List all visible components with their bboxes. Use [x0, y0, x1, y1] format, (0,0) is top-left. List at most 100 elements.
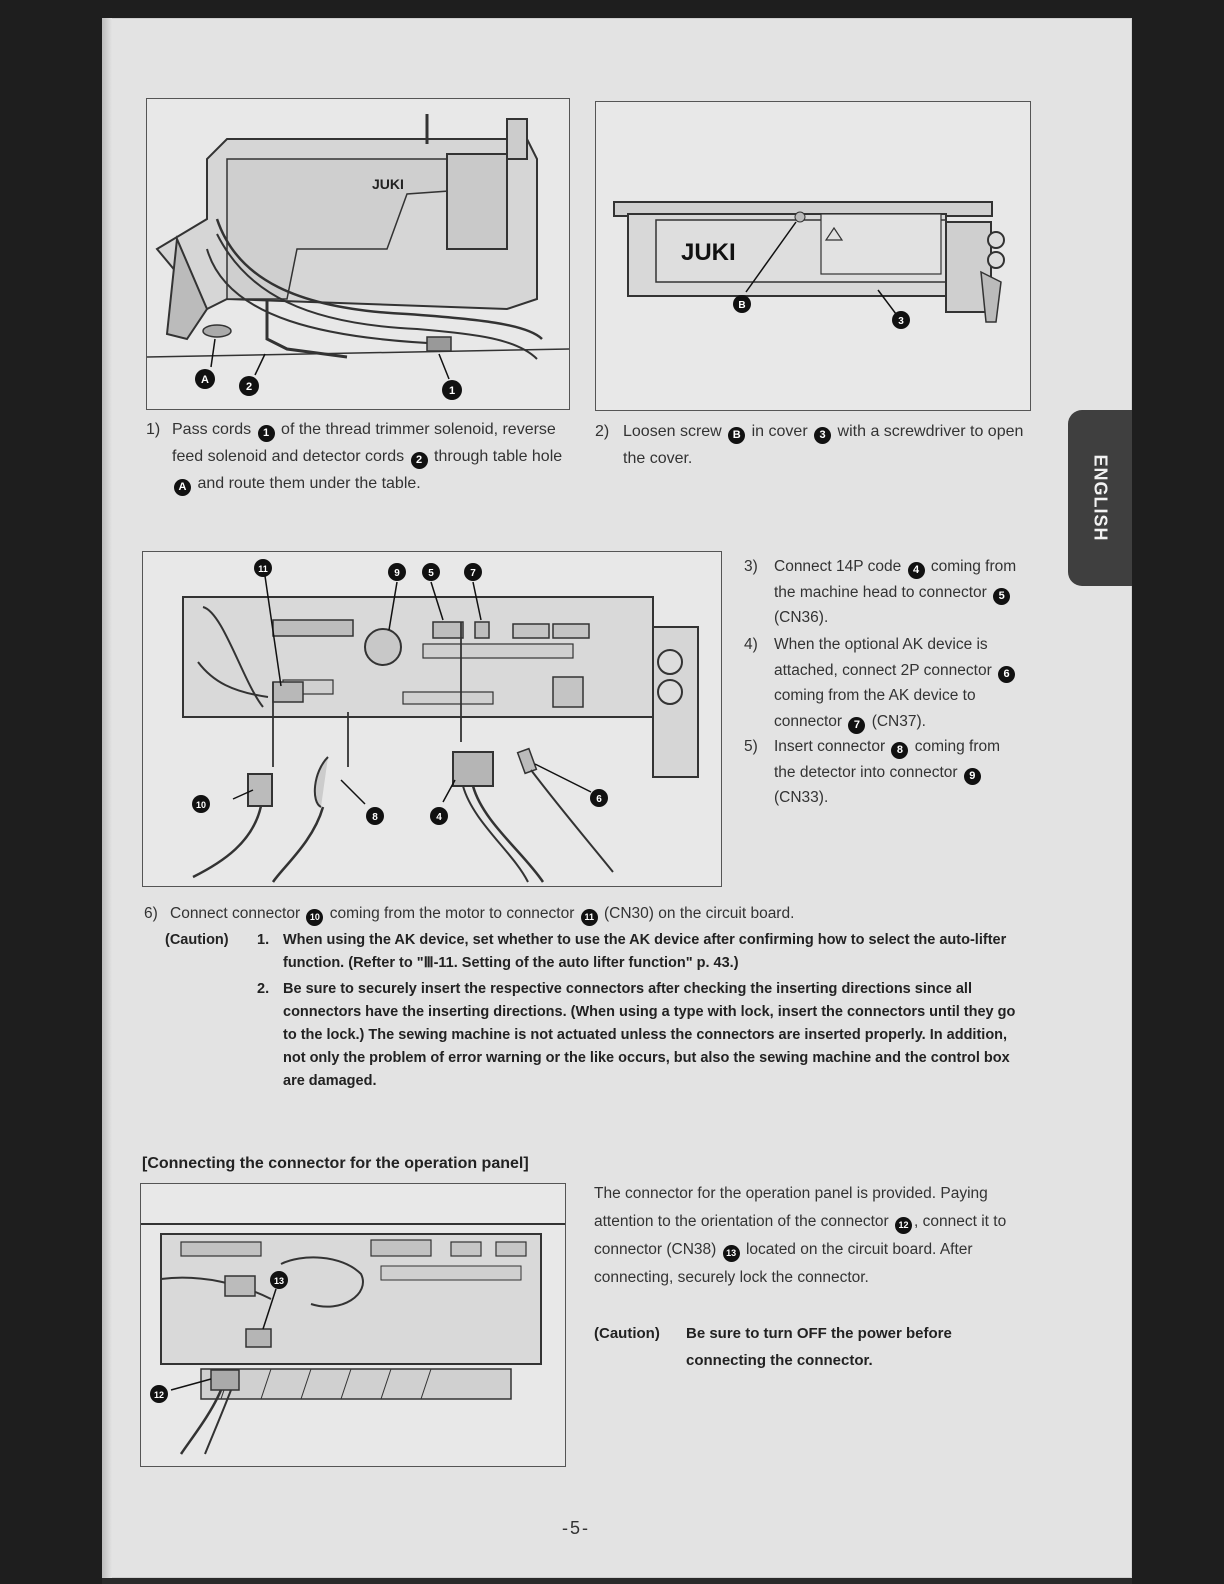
caution-item-2-text: Be sure to securely insert the respectiv… — [283, 981, 1016, 1089]
page-number: -5- — [562, 1518, 590, 1538]
caution-item-1-number: 1. — [257, 932, 270, 948]
callout-B-label: B — [738, 300, 745, 311]
step-5-number: 5) — [744, 738, 758, 755]
caution-item-1: 1. When using the AK device, set whether… — [257, 929, 1025, 975]
callout-3-label: 3 — [898, 316, 904, 327]
step-3-number: 3) — [744, 558, 758, 575]
step-5-text-c: (CN33). — [774, 789, 829, 806]
operation-panel-illustration: 13 12 — [141, 1184, 565, 1466]
step-5: 5) Insert connector 8 coming from the de… — [744, 734, 1024, 811]
ref-marker: A — [174, 479, 191, 496]
step-2-text: Loosen screw B in cover 3 with a screwdr… — [623, 418, 1027, 472]
panel-caution-text: Be sure to turn OFF the power before con… — [686, 1325, 952, 1369]
step-6-text-c: (CN30) on the circuit board. — [599, 905, 795, 922]
callout-2 — [239, 376, 259, 396]
language-tab: ENGLISH — [1068, 410, 1132, 586]
ref-marker: 12 — [895, 1217, 913, 1234]
callout-12-label: 12 — [154, 1390, 164, 1400]
section-heading-operation-panel: [Connecting the connector for the operat… — [142, 1155, 529, 1172]
ref-marker: 9 — [963, 767, 981, 785]
step-3-text-b: coming from the machine head to connecto… — [774, 558, 1017, 601]
callout-8-label: 8 — [372, 812, 378, 823]
step-3-text: Connect 14P code 4 coming from the machi… — [774, 554, 1024, 631]
control-box-illustration: JUKI B 3 — [596, 102, 1030, 410]
step-3-text-a: Connect 14P code — [774, 558, 906, 575]
callout-B — [733, 295, 751, 313]
step-5-text-a: Insert connector — [774, 738, 890, 755]
callout-11-label: 11 — [258, 564, 268, 574]
callout-13 — [270, 1271, 288, 1289]
step-3: 3) Connect 14P code 4 coming from the ma… — [744, 554, 1024, 631]
step-6-number: 6) — [144, 905, 158, 922]
step-2-number: 2) — [595, 423, 610, 440]
step-3-text-c: (CN36). — [774, 609, 829, 626]
callout-A — [195, 369, 215, 389]
callout-7-label: 7 — [470, 568, 476, 579]
caution-block: (Caution) 1. When using the AK device, s… — [165, 929, 1025, 1093]
step-5-text-b: coming from the detector into connector — [774, 738, 1001, 781]
ref-marker: 1 — [257, 425, 275, 442]
ref-marker: 6 — [998, 665, 1016, 683]
fig2-brand: JUKI — [681, 239, 736, 266]
panel-text-c: located on the circuit board. After conn… — [594, 1241, 973, 1286]
callout-10-label: 10 — [196, 800, 206, 810]
step-6: 6) Connect connector 10 coming from the … — [144, 900, 1024, 927]
ref-marker: 4 — [907, 562, 925, 579]
step-1-text-d: and route them under the table. — [193, 475, 421, 492]
callout-3 — [892, 311, 910, 329]
caution-item-2: 2. Be sure to securely insert the respec… — [257, 978, 1025, 1093]
panel-caution-label: (Caution) — [594, 1325, 660, 1342]
callout-13-label: 13 — [274, 1276, 284, 1286]
step-1-text-c: through table hole — [429, 448, 563, 465]
step-6-text-a: Connect connector — [170, 905, 305, 922]
ref-marker: 11 — [580, 909, 598, 926]
step-2-text-a: Loosen screw — [623, 423, 727, 440]
page-binding-shadow — [102, 18, 112, 1578]
step-4-text-a: When the optional AK device is attached,… — [774, 636, 997, 679]
caution-item-2-number: 2. — [257, 981, 270, 997]
step-2-text-c: with a screwdriver to open the cover. — [623, 423, 1024, 467]
figure-circuit-board-connectors: 11 9 5 7 10 8 4 6 — [142, 551, 722, 887]
language-tab-label: ENGLISH — [1090, 454, 1111, 542]
step-1: 1) Pass cords 1 of the thread trimmer so… — [146, 416, 570, 497]
callout-5-label: 5 — [428, 568, 434, 579]
step-1-text-b: of the thread trimmer solenoid, reverse … — [172, 421, 556, 465]
figure-machine-head-cords: JUKI A 2 1 — [146, 98, 570, 410]
fig1-brand: JUKI — [372, 176, 404, 192]
panel-text-b: , connect it to connector (CN38) — [594, 1213, 1007, 1258]
ref-marker: 7 — [848, 716, 866, 734]
caution-item-1-text: When using the AK device, set whether to… — [283, 932, 1007, 971]
scan-border-top — [0, 0, 1224, 18]
step-2: 2) Loosen screw B in cover 3 with a scre… — [595, 418, 1027, 472]
callout-1 — [442, 380, 462, 400]
ref-marker: B — [728, 427, 746, 444]
ref-marker: 3 — [814, 427, 832, 444]
step-6-text-b: coming from the motor to connector — [325, 905, 579, 922]
step-4: 4) When the optional AK device is attach… — [744, 632, 1024, 734]
callout-A-label: A — [201, 374, 209, 386]
ref-marker: 13 — [722, 1245, 740, 1262]
figure-operation-panel-connector: 13 12 — [140, 1183, 566, 1467]
ref-marker: 5 — [993, 587, 1011, 605]
scan-border-right — [1132, 0, 1224, 1584]
step-4-text-b: coming from the AK device to connector — [774, 687, 976, 730]
scan-border-left — [0, 0, 102, 1584]
panel-text-a: The connector for the operation panel is… — [594, 1185, 988, 1230]
step-1-text: Pass cords 1 of the thread trimmer solen… — [172, 416, 570, 497]
fig3-callouts: 11 9 5 7 10 8 4 6 — [192, 559, 608, 825]
callout-2-label: 2 — [246, 381, 252, 393]
step-1-number: 1) — [146, 421, 161, 438]
step-5-text: Insert connector 8 coming from the detec… — [774, 734, 1024, 811]
step-2-text-b: in cover — [747, 423, 813, 440]
callout-12 — [150, 1385, 168, 1403]
step-4-number: 4) — [744, 636, 758, 653]
machine-head-illustration: JUKI A 2 1 — [147, 99, 569, 409]
ref-marker: 8 — [891, 742, 909, 759]
step-4-text-c: (CN37). — [867, 712, 926, 730]
ref-marker: 10 — [306, 909, 324, 926]
caution-label: (Caution) — [165, 932, 229, 948]
circuit-board-illustration: 11 9 5 7 10 8 4 6 — [143, 552, 721, 886]
step-6-text: Connect connector 10 coming from the mot… — [170, 900, 1024, 927]
callout-4-label: 4 — [436, 812, 442, 823]
ref-marker: 2 — [410, 452, 428, 469]
